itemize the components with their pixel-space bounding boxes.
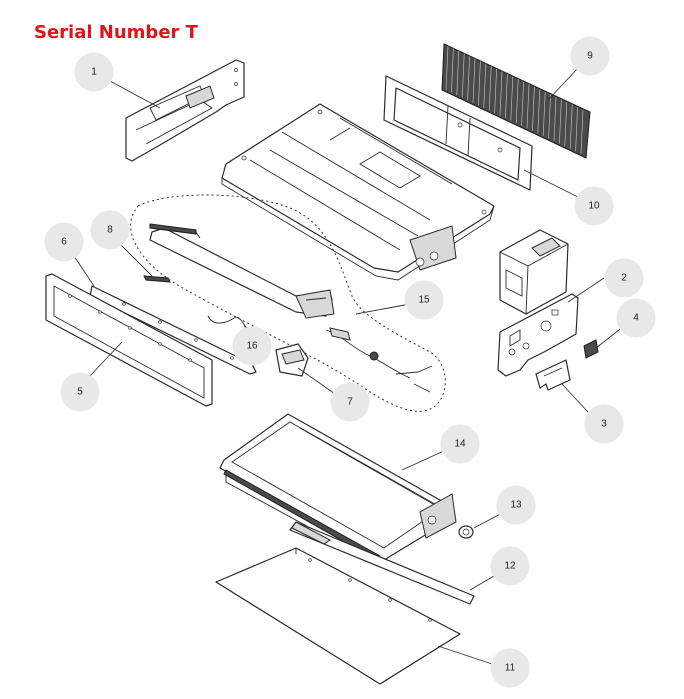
grille-slat: [445, 45, 449, 91]
callout-bubble: [330, 382, 370, 422]
callout-11: 11: [490, 648, 530, 688]
callout-14: 14: [440, 424, 480, 464]
grille-slat: [564, 102, 568, 147]
part-1-side-panel: [125, 59, 245, 162]
callout-4: 4: [616, 298, 656, 338]
callout-label: 7: [347, 397, 353, 408]
callout-label: 3: [601, 419, 607, 430]
grille-slat: [515, 79, 519, 124]
callout-bubble: [496, 485, 536, 525]
diagram-title: Serial Number T: [34, 22, 198, 43]
grille-slat: [467, 56, 470, 101]
callout-label: 2: [621, 273, 627, 284]
callout-label: 9: [587, 51, 593, 62]
callout-3: 3: [584, 404, 624, 444]
grille-slat: [537, 89, 541, 134]
grille-slat: [499, 71, 503, 116]
callout-label: 1: [91, 67, 97, 78]
callout-12: 12: [490, 546, 530, 586]
grille-slat: [488, 66, 492, 111]
part-4-small-plate: [583, 339, 599, 359]
callout-16: 16: [232, 326, 272, 366]
grille-slat: [542, 91, 546, 136]
assembly-outline: [130, 194, 446, 412]
grille-slat: [548, 94, 551, 139]
callout-6: 6: [44, 222, 84, 262]
grille-slat: [553, 96, 557, 142]
callout-8: 8: [90, 210, 130, 250]
callout-13: 13: [496, 485, 536, 525]
callout-label: 12: [504, 561, 516, 572]
grille-slat: [483, 63, 487, 108]
callout-bubble: [616, 298, 656, 338]
callout-label: 10: [588, 201, 600, 212]
inner-pan-assembly: [149, 223, 335, 319]
part-8-strip: [143, 275, 171, 283]
callout-bubble: [60, 372, 100, 412]
callout-bubble: [74, 52, 114, 92]
grille-slat: [451, 48, 454, 93]
grille-slat: [521, 81, 524, 126]
callout-bubble: [90, 210, 130, 250]
part-3-plate: [535, 359, 571, 391]
grille-slat: [526, 84, 530, 129]
callout-bubble: [44, 222, 84, 262]
grille-slat: [505, 74, 508, 119]
callout-label: 14: [454, 439, 466, 450]
callout-7: 7: [330, 382, 370, 422]
callout-bubble: [584, 404, 624, 444]
callout-5: 5: [60, 372, 100, 412]
grille-slat: [472, 58, 476, 103]
main-top-chassis: [221, 103, 495, 281]
callout-9: 9: [570, 36, 610, 76]
callout-label: 16: [246, 341, 258, 352]
part-10-frame: [383, 75, 533, 191]
part-5-front-panel: [45, 273, 213, 407]
callout-label: 11: [505, 663, 516, 674]
part-16-cable: [207, 315, 249, 331]
part-11-bottom-panel: [215, 547, 461, 685]
grille-slat: [580, 109, 584, 154]
grille-slat: [456, 51, 460, 96]
part-13-cap: [458, 525, 474, 539]
grille-slat: [478, 61, 481, 106]
callout-bubble: [232, 326, 272, 366]
grille-slat: [510, 76, 514, 121]
callout-2: 2: [604, 258, 644, 298]
electrical-box: [499, 229, 569, 315]
grille-slat: [494, 68, 497, 113]
callout-label: 15: [418, 295, 430, 306]
callout-bubble: [574, 186, 614, 226]
callout-label: 4: [633, 313, 639, 324]
grille-slat: [461, 53, 465, 98]
callout-label: 8: [107, 225, 113, 236]
part-7-pump-box: [275, 343, 309, 377]
grille-slat: [569, 104, 573, 149]
callout-bubble: [404, 280, 444, 320]
part-15-wiring: [325, 327, 433, 393]
callout-bubble: [490, 648, 530, 688]
callout-label: 6: [61, 237, 67, 248]
grille-slat: [575, 107, 578, 152]
callout-bubble: [570, 36, 610, 76]
grille-slat: [559, 99, 562, 144]
callout-label: 13: [510, 500, 522, 511]
callout-bubble: [490, 546, 530, 586]
callout-10: 10: [574, 186, 614, 226]
grille-slat: [532, 86, 535, 131]
callout-bubble: [440, 424, 480, 464]
part-12-gasket: [289, 521, 475, 605]
part-14-drain-pan: [219, 413, 457, 567]
callout-15: 15: [404, 280, 444, 320]
part-9-grille: [441, 43, 591, 159]
callout-label: 5: [77, 387, 83, 398]
callout-1: 1: [74, 52, 114, 92]
callout-bubble: [604, 258, 644, 298]
